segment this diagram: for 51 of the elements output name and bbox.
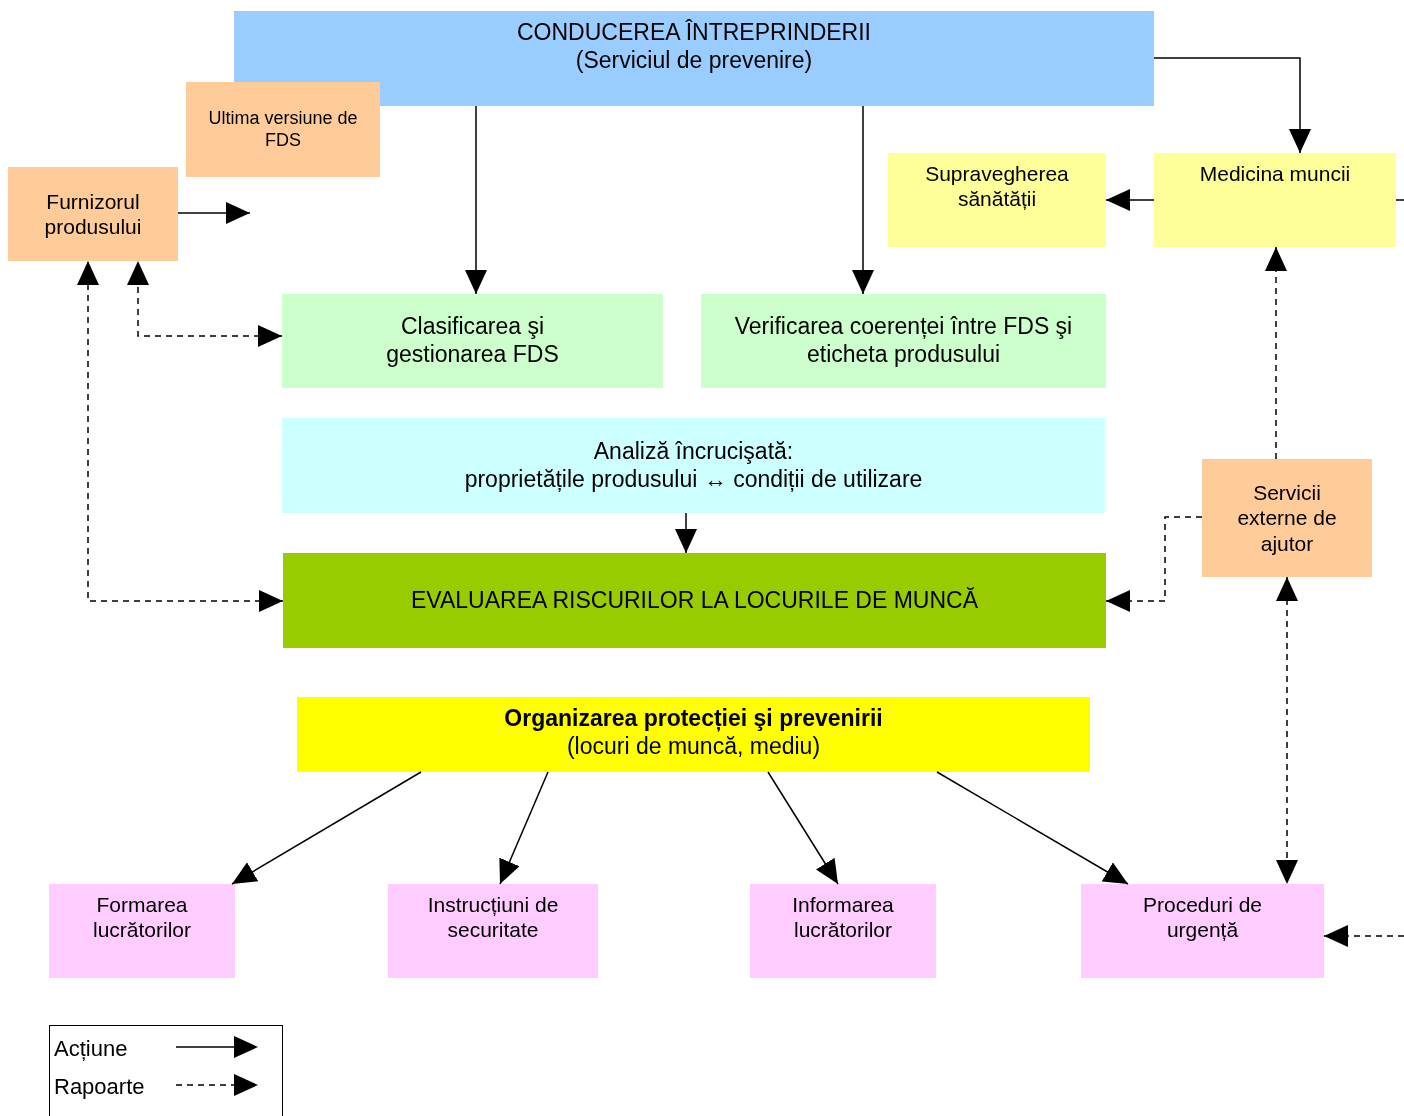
node-subtitle: (Serviciul de prevenire) [575, 46, 813, 75]
arrow [465, 105, 487, 295]
arrow [77, 260, 284, 612]
node-label: Formarea lucrătorilor [92, 892, 192, 943]
supplier-box [8, 167, 178, 261]
node-label: Ultima versiune de FDS [208, 107, 358, 152]
legend-label: Acțiune [54, 1036, 128, 1062]
node-label: Supravegherea sănătății [924, 161, 1070, 212]
node-label: Medicina muncii [1199, 161, 1351, 187]
arrow [1153, 57, 1311, 154]
arrow [936, 771, 1129, 885]
arrow [852, 105, 874, 295]
node-subtitle: (locuri de muncă, mediu) [566, 732, 821, 761]
arrow [1105, 516, 1203, 612]
arrow [127, 260, 283, 347]
node-label: Furnizorul produsului [43, 188, 143, 240]
arrow [1276, 576, 1298, 885]
document-box [186, 82, 380, 177]
arrow [177, 202, 251, 224]
node-label: Analiză încrucişată: [593, 437, 794, 466]
process-box [283, 553, 1106, 648]
arrow [1105, 189, 1155, 211]
process-box [701, 294, 1106, 388]
node-label: Servicii externe de ajutor [1236, 480, 1338, 556]
process-box [1081, 884, 1324, 978]
node-subtitle: proprietățile produsului ↔ condiții de utilizare [464, 465, 923, 494]
arrow [231, 771, 422, 885]
arrow [767, 771, 839, 885]
process-box [388, 884, 598, 978]
node-label: Informarea lucrătorilor [791, 892, 895, 943]
arrow [499, 771, 549, 885]
node-label: EVALUAREA RISCURILOR LA LOCURILE DE MUNCĂ [410, 586, 979, 615]
arrow [1265, 246, 1287, 460]
node-label: Clasificarea şi gestionarea FDS [385, 313, 560, 369]
process-box [297, 697, 1090, 772]
arrow [1323, 925, 1404, 947]
node-label: Verificarea coerenței între FDS şi eticheta produsului [733, 313, 1074, 369]
process-box [750, 884, 936, 978]
node-label: Organizarea protecției şi prevenirii [504, 705, 883, 733]
node-label: CONDUCEREA ÎNTREPRINDERII [517, 19, 871, 47]
legend-label: Rapoarte [54, 1074, 145, 1100]
node-label: Proceduri de urgență [1141, 892, 1264, 943]
arrow [675, 512, 697, 554]
process-box [1154, 153, 1396, 247]
node-label: Instrucțiuni de securitate [426, 892, 560, 943]
service-box [1202, 459, 1372, 577]
heading-box [234, 11, 1154, 106]
process-box [888, 153, 1106, 247]
process-box [282, 294, 663, 388]
process-box [282, 418, 1105, 513]
process-box [49, 884, 235, 978]
